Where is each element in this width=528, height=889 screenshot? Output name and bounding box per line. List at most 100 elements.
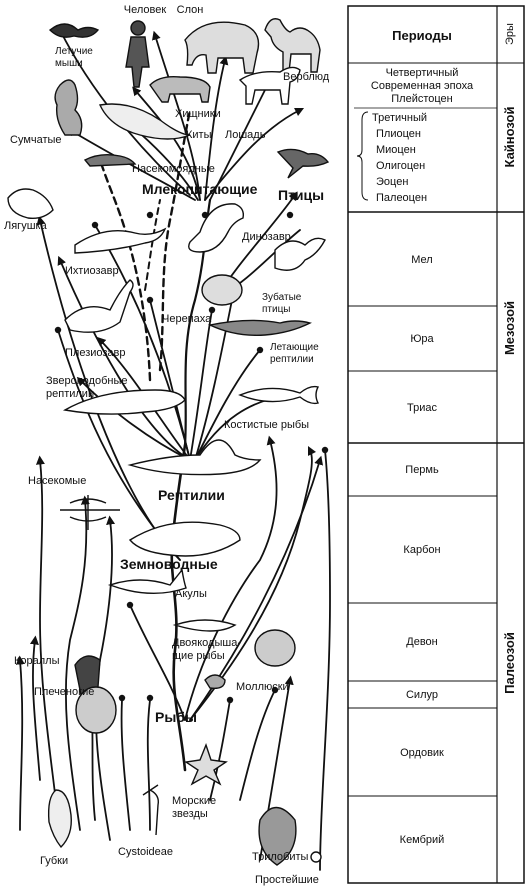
- eras-header: Эры: [504, 23, 516, 45]
- label-sharks: Акулы: [175, 588, 207, 600]
- label-ichthyosaur: Ихтиозавр: [65, 265, 119, 277]
- flying-reptile-icon: [207, 319, 312, 336]
- label-whales: Киты: [186, 129, 212, 141]
- label-birds: Птицы: [278, 187, 324, 203]
- label-frog: Лягушка: [4, 220, 48, 232]
- permian-period: Пермь: [405, 464, 439, 476]
- brachiopod-icon: [75, 686, 117, 734]
- label-mammals: Млекопитающие: [142, 181, 258, 197]
- kangaroo-icon: [54, 79, 83, 136]
- turtle-icon: [201, 274, 243, 306]
- amphibian-icon: [128, 521, 241, 557]
- label-horse: Лошадь: [225, 129, 266, 141]
- label-dinosaur: Динозавр: [242, 231, 291, 243]
- snail-icon: [204, 674, 226, 690]
- label-bats-1: Летучие: [55, 46, 93, 57]
- label-corals: Кораллы: [14, 655, 60, 667]
- protozoa-icon: [310, 851, 322, 863]
- label-insectivores: Насекомоядные: [132, 163, 215, 175]
- label-brachiopods: Плеченогие: [34, 686, 94, 698]
- label-lungfishes-1: Двоякодыша-: [172, 637, 241, 649]
- label-bony-fishes: Костистые рыбы: [224, 419, 309, 431]
- taxon-labels: Человек Слон Летучие мыши Верблюд Хищник…: [4, 4, 330, 886]
- cystoid-icon: [142, 784, 160, 836]
- table-frame: [347, 5, 525, 884]
- whale-icon: [98, 103, 191, 140]
- organism-illustrations: [7, 18, 330, 866]
- mesozoic-era: Мезозой: [502, 301, 517, 355]
- ichthyosaur-icon: [74, 227, 167, 254]
- paleocene-epoch: Палеоцен: [376, 192, 427, 204]
- cretaceous-period: Мел: [411, 254, 432, 266]
- label-protozoa: Простейшие: [255, 874, 319, 886]
- silurian-period: Силур: [406, 689, 438, 701]
- periods-header: Периоды: [392, 28, 452, 43]
- label-insects: Насекомые: [28, 475, 86, 487]
- recent-epoch: Современная эпоха: [371, 80, 474, 92]
- label-cystoids: Cystoideae: [118, 846, 173, 858]
- label-mammal-like-reptiles-2: рептилии: [46, 388, 94, 400]
- dinosaur-icon: [188, 203, 245, 253]
- label-flying-reptiles-2: рептилии: [270, 354, 314, 365]
- plesiosaur-icon: [64, 279, 134, 333]
- dragonfly-icon: [60, 495, 120, 530]
- oligocene-epoch: Олигоцен: [376, 160, 425, 172]
- pleistocene-epoch: Плейстоцен: [391, 93, 453, 105]
- camel-icon: [264, 18, 321, 73]
- geologic-time-table: [347, 5, 525, 884]
- dimetrodon-icon: [127, 439, 262, 476]
- eocene-epoch: Эоцен: [376, 176, 408, 188]
- devonian-period: Девон: [406, 636, 437, 648]
- label-sponges: Губки: [40, 855, 68, 867]
- carnivore-icon: [149, 75, 211, 103]
- label-plesiosaur: Плезиозавр: [65, 347, 126, 359]
- label-elephant: Слон: [177, 4, 204, 16]
- sponge-icon: [47, 789, 72, 849]
- paleozoic-era: Палеозой: [502, 632, 517, 694]
- label-mammal-like-reptiles-1: Звероподобные: [46, 375, 128, 387]
- label-toothed-birds-2: птицы: [262, 304, 291, 315]
- tertiary-period: Третичный: [372, 112, 427, 124]
- toothed-bird-icon: [274, 237, 326, 271]
- pliocene-epoch: Плиоцен: [376, 128, 421, 140]
- label-fishes: Рыбы: [155, 709, 197, 725]
- label-amphibians: Земноводные: [120, 556, 218, 572]
- label-starfish-1: Морские: [172, 795, 216, 807]
- jurassic-period: Юра: [410, 333, 434, 345]
- label-trilobites: Трилобиты: [252, 851, 309, 863]
- trilobite-icon: [258, 806, 297, 866]
- label-marsupials: Сумчатые: [10, 134, 62, 146]
- bird-icon: [276, 148, 330, 179]
- quaternary-period: Четвертичный: [386, 67, 459, 79]
- miocene-epoch: Миоцен: [376, 144, 416, 156]
- label-carnivores: Хищники: [175, 108, 221, 120]
- label-lungfishes-2: щие рыбы: [172, 650, 225, 662]
- label-reptiles: Рептилии: [158, 487, 225, 503]
- starfish-icon: [184, 742, 228, 786]
- label-toothed-birds-1: Зубатые: [262, 291, 302, 303]
- cambrian-period: Кембрий: [400, 834, 445, 846]
- label-man: Человек: [124, 4, 167, 16]
- horse-icon: [238, 66, 301, 105]
- elephant-icon: [184, 21, 260, 74]
- man-icon: [125, 20, 150, 88]
- label-turtle: Черепаха: [162, 313, 212, 325]
- label-camel: Верблюд: [283, 71, 330, 83]
- cenozoic-era: Кайнозой: [502, 106, 517, 167]
- bat-icon: [48, 23, 100, 38]
- label-starfish-2: звезды: [172, 808, 208, 820]
- label-molluscs: Моллюски: [236, 681, 289, 693]
- frog-icon: [7, 188, 54, 220]
- shark-icon: [107, 568, 187, 595]
- insectivore-icon: [83, 153, 137, 167]
- bony-fish-icon: [238, 385, 320, 405]
- label-flying-reptiles-1: Летающие: [270, 342, 319, 353]
- ordovician-period: Ордовик: [400, 747, 444, 759]
- lungfish-icon: [172, 619, 237, 632]
- mollusc-icon: [254, 629, 296, 667]
- triassic-period: Триас: [407, 402, 437, 414]
- label-bats-2: мыши: [55, 58, 83, 69]
- mammal-like-reptile-icon: [62, 389, 186, 415]
- carboniferous-period: Карбон: [403, 544, 440, 556]
